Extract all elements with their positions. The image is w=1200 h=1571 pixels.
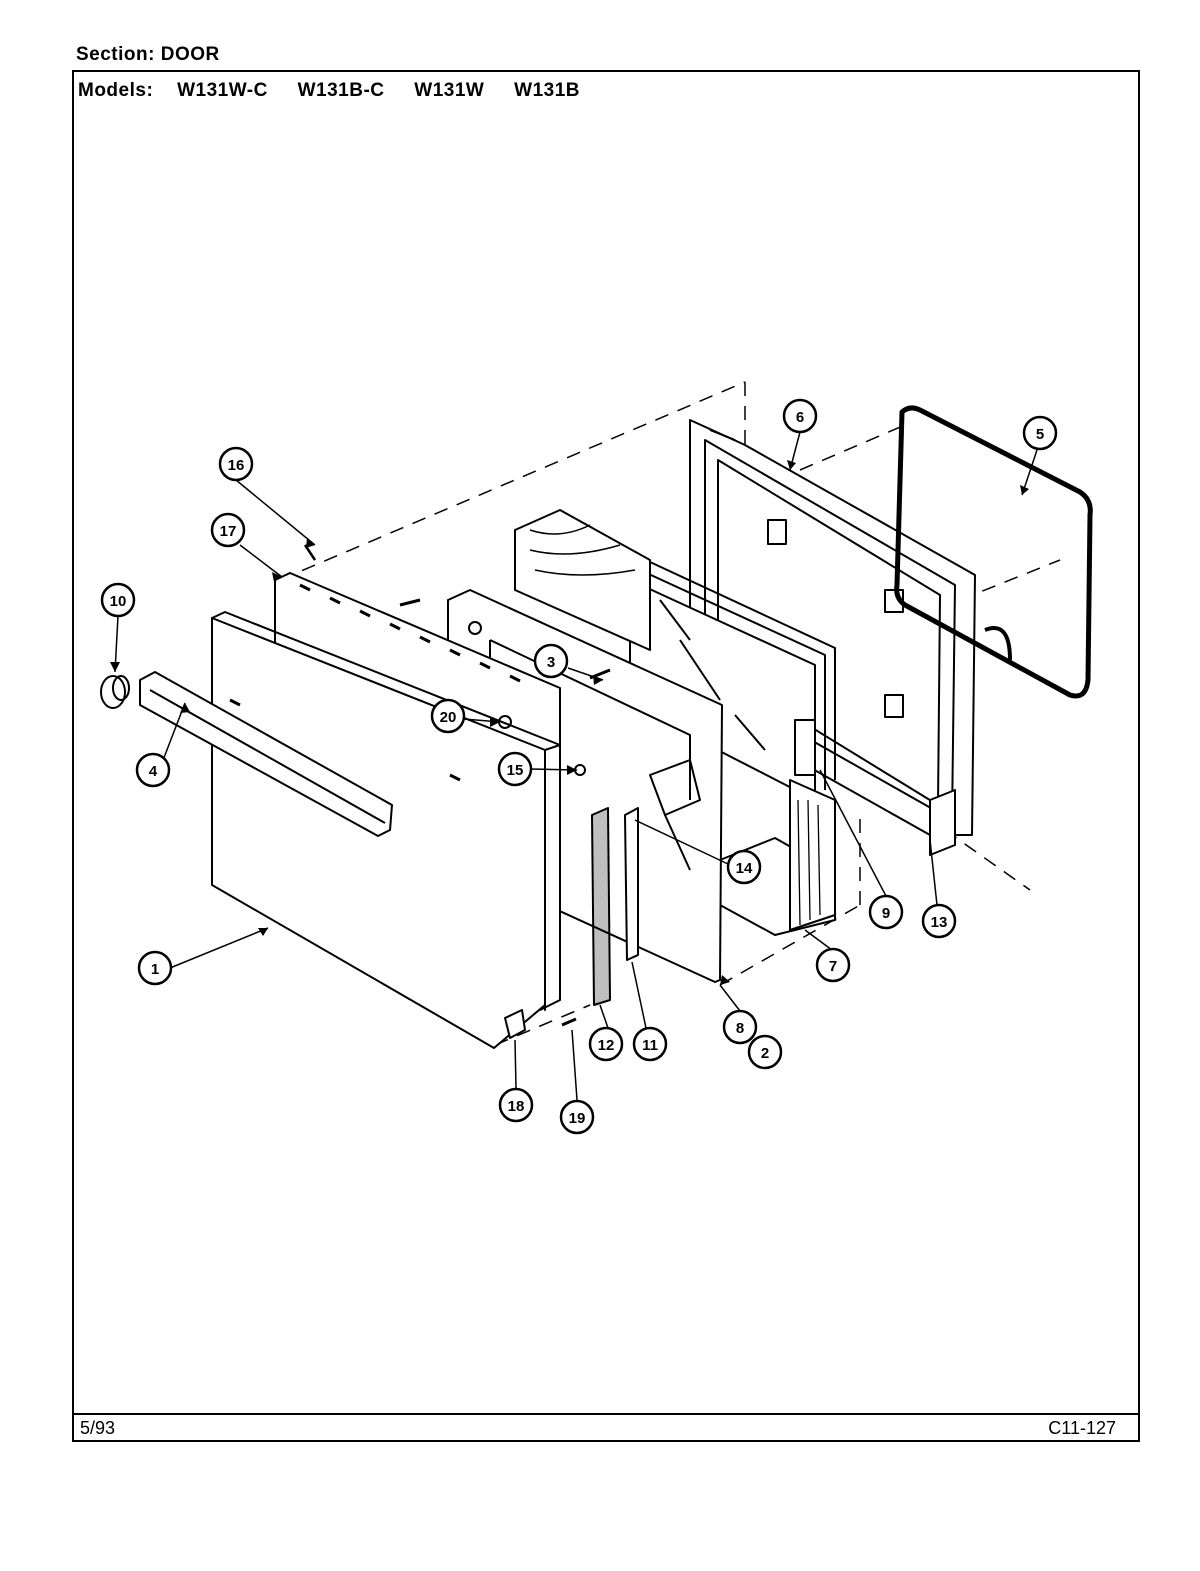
callout-20: 20 [430,698,466,734]
callout-8: 8 [722,1009,758,1045]
callouts: 1 2 3 4 5 6 7 8 9 10 11 12 13 14 15 16 1… [100,398,1058,1135]
model-4: W131B [514,80,580,101]
channel-strip [624,807,639,961]
model-2: W131B-C [297,80,385,101]
models-label: Models: [78,80,154,101]
callout-10-label: 10 [110,593,127,610]
door-handle [139,671,393,837]
section-title: Section: DOOR [76,44,220,66]
callout-12-label: 12 [598,1037,615,1054]
callout-18-label: 18 [508,1098,525,1115]
diagram-frame [72,70,1140,1442]
callout-12: 12 [588,1026,624,1062]
callout-2: 2 [747,1034,783,1070]
callout-15-label: 15 [507,762,524,779]
section-label: Section: [76,44,155,65]
insulation-strip [591,807,611,1006]
callout-14-label: 14 [736,860,753,877]
callout-11-label: 11 [642,1037,658,1054]
callout-19: 19 [559,1099,595,1135]
section-value: DOOR [160,44,220,65]
footer-date: 5/93 [80,1418,116,1438]
assembly-lines [279,381,1061,1046]
callout-7: 7 [815,947,851,983]
callout-13: 13 [921,903,957,939]
hinge-bracket [929,789,956,856]
callout-17-label: 17 [220,523,237,540]
footer-rule [72,1413,1140,1415]
callout-15: 15 [497,751,533,787]
door-gasket [894,405,1093,699]
callout-13-label: 13 [931,914,948,931]
model-3: W131W [414,80,485,101]
callout-5: 5 [1022,415,1058,451]
knob [100,675,130,709]
callout-16: 16 [218,446,254,482]
callout-3-label: 3 [547,654,555,671]
callout-1-label: 1 [151,961,159,978]
callout-6: 6 [782,398,818,434]
models-line: Models: W131W-C W131B-C W131W W131B [78,80,604,102]
callout-8-label: 8 [736,1020,744,1037]
callout-14: 14 [726,849,762,885]
footer-code: C11-127 [1048,1418,1116,1438]
model-1: W131W-C [177,80,268,101]
callout-10: 10 [100,582,136,618]
callout-7-label: 7 [829,958,837,975]
callout-4-label: 4 [149,763,158,780]
callout-11: 11 [632,1026,668,1062]
callout-20-label: 20 [440,709,457,726]
callout-18: 18 [498,1087,534,1123]
callout-16-label: 16 [228,457,245,474]
hinge [504,1009,526,1039]
callout-9: 9 [868,894,904,930]
callout-6-label: 6 [796,409,804,426]
callout-9-label: 9 [882,905,890,922]
callout-19-label: 19 [569,1110,586,1127]
callout-17: 17 [210,512,246,548]
callout-4: 4 [135,752,171,788]
callout-1: 1 [137,950,173,986]
callout-3: 3 [533,643,569,679]
callout-2-label: 2 [761,1045,769,1062]
callout-5-label: 5 [1036,426,1044,443]
